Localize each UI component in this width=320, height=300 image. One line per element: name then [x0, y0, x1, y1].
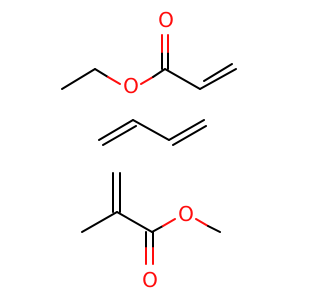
butadiene-structure	[98, 119, 207, 146]
bond-o-methyl-oxygen-half	[195, 218, 209, 227]
carbonyl-oxygen-label: O	[142, 268, 158, 292]
bond-carbonyl-o-carbon-half	[151, 225, 164, 233]
bond-alpha-carbonyl	[116, 211, 153, 233]
bond-carbonyl-o-oxygen-half	[162, 218, 176, 227]
bond-vinyl-double-inner	[203, 63, 233, 82]
bond-c1-c2-double	[102, 125, 137, 146]
methyl-methacrylate-structure: O O	[81, 172, 221, 292]
carbonyl-oxygen-label: O	[158, 8, 174, 32]
bond-c3-c4-double	[172, 125, 207, 146]
ester-oxygen-label: O	[123, 74, 139, 98]
bond-ch2-o-oxygen-half	[107, 76, 121, 85]
ethyl-acrylate-structure: O O	[61, 8, 237, 98]
bond-methyl-alpha	[81, 211, 118, 233]
ester-oxygen-label: O	[178, 202, 194, 226]
bond-methyl-ch2	[61, 68, 96, 90]
bond-o-carbonyl-carbon-half	[152, 68, 166, 78]
bond-c2-c3	[132, 119, 170, 141]
bond-c3-c4	[168, 119, 205, 141]
bond-carbonyl-alpha	[164, 68, 201, 90]
chemical-structures-canvas: O O O O	[61, 8, 237, 292]
bond-o-carbonyl-oxygen-half	[140, 76, 154, 85]
bond-ch2-o-carbon-half	[94, 68, 109, 78]
bond-o-methyl-carbon-half	[207, 225, 221, 233]
bond-c1-c2	[98, 119, 134, 141]
bond-vinyl-single	[199, 68, 237, 90]
